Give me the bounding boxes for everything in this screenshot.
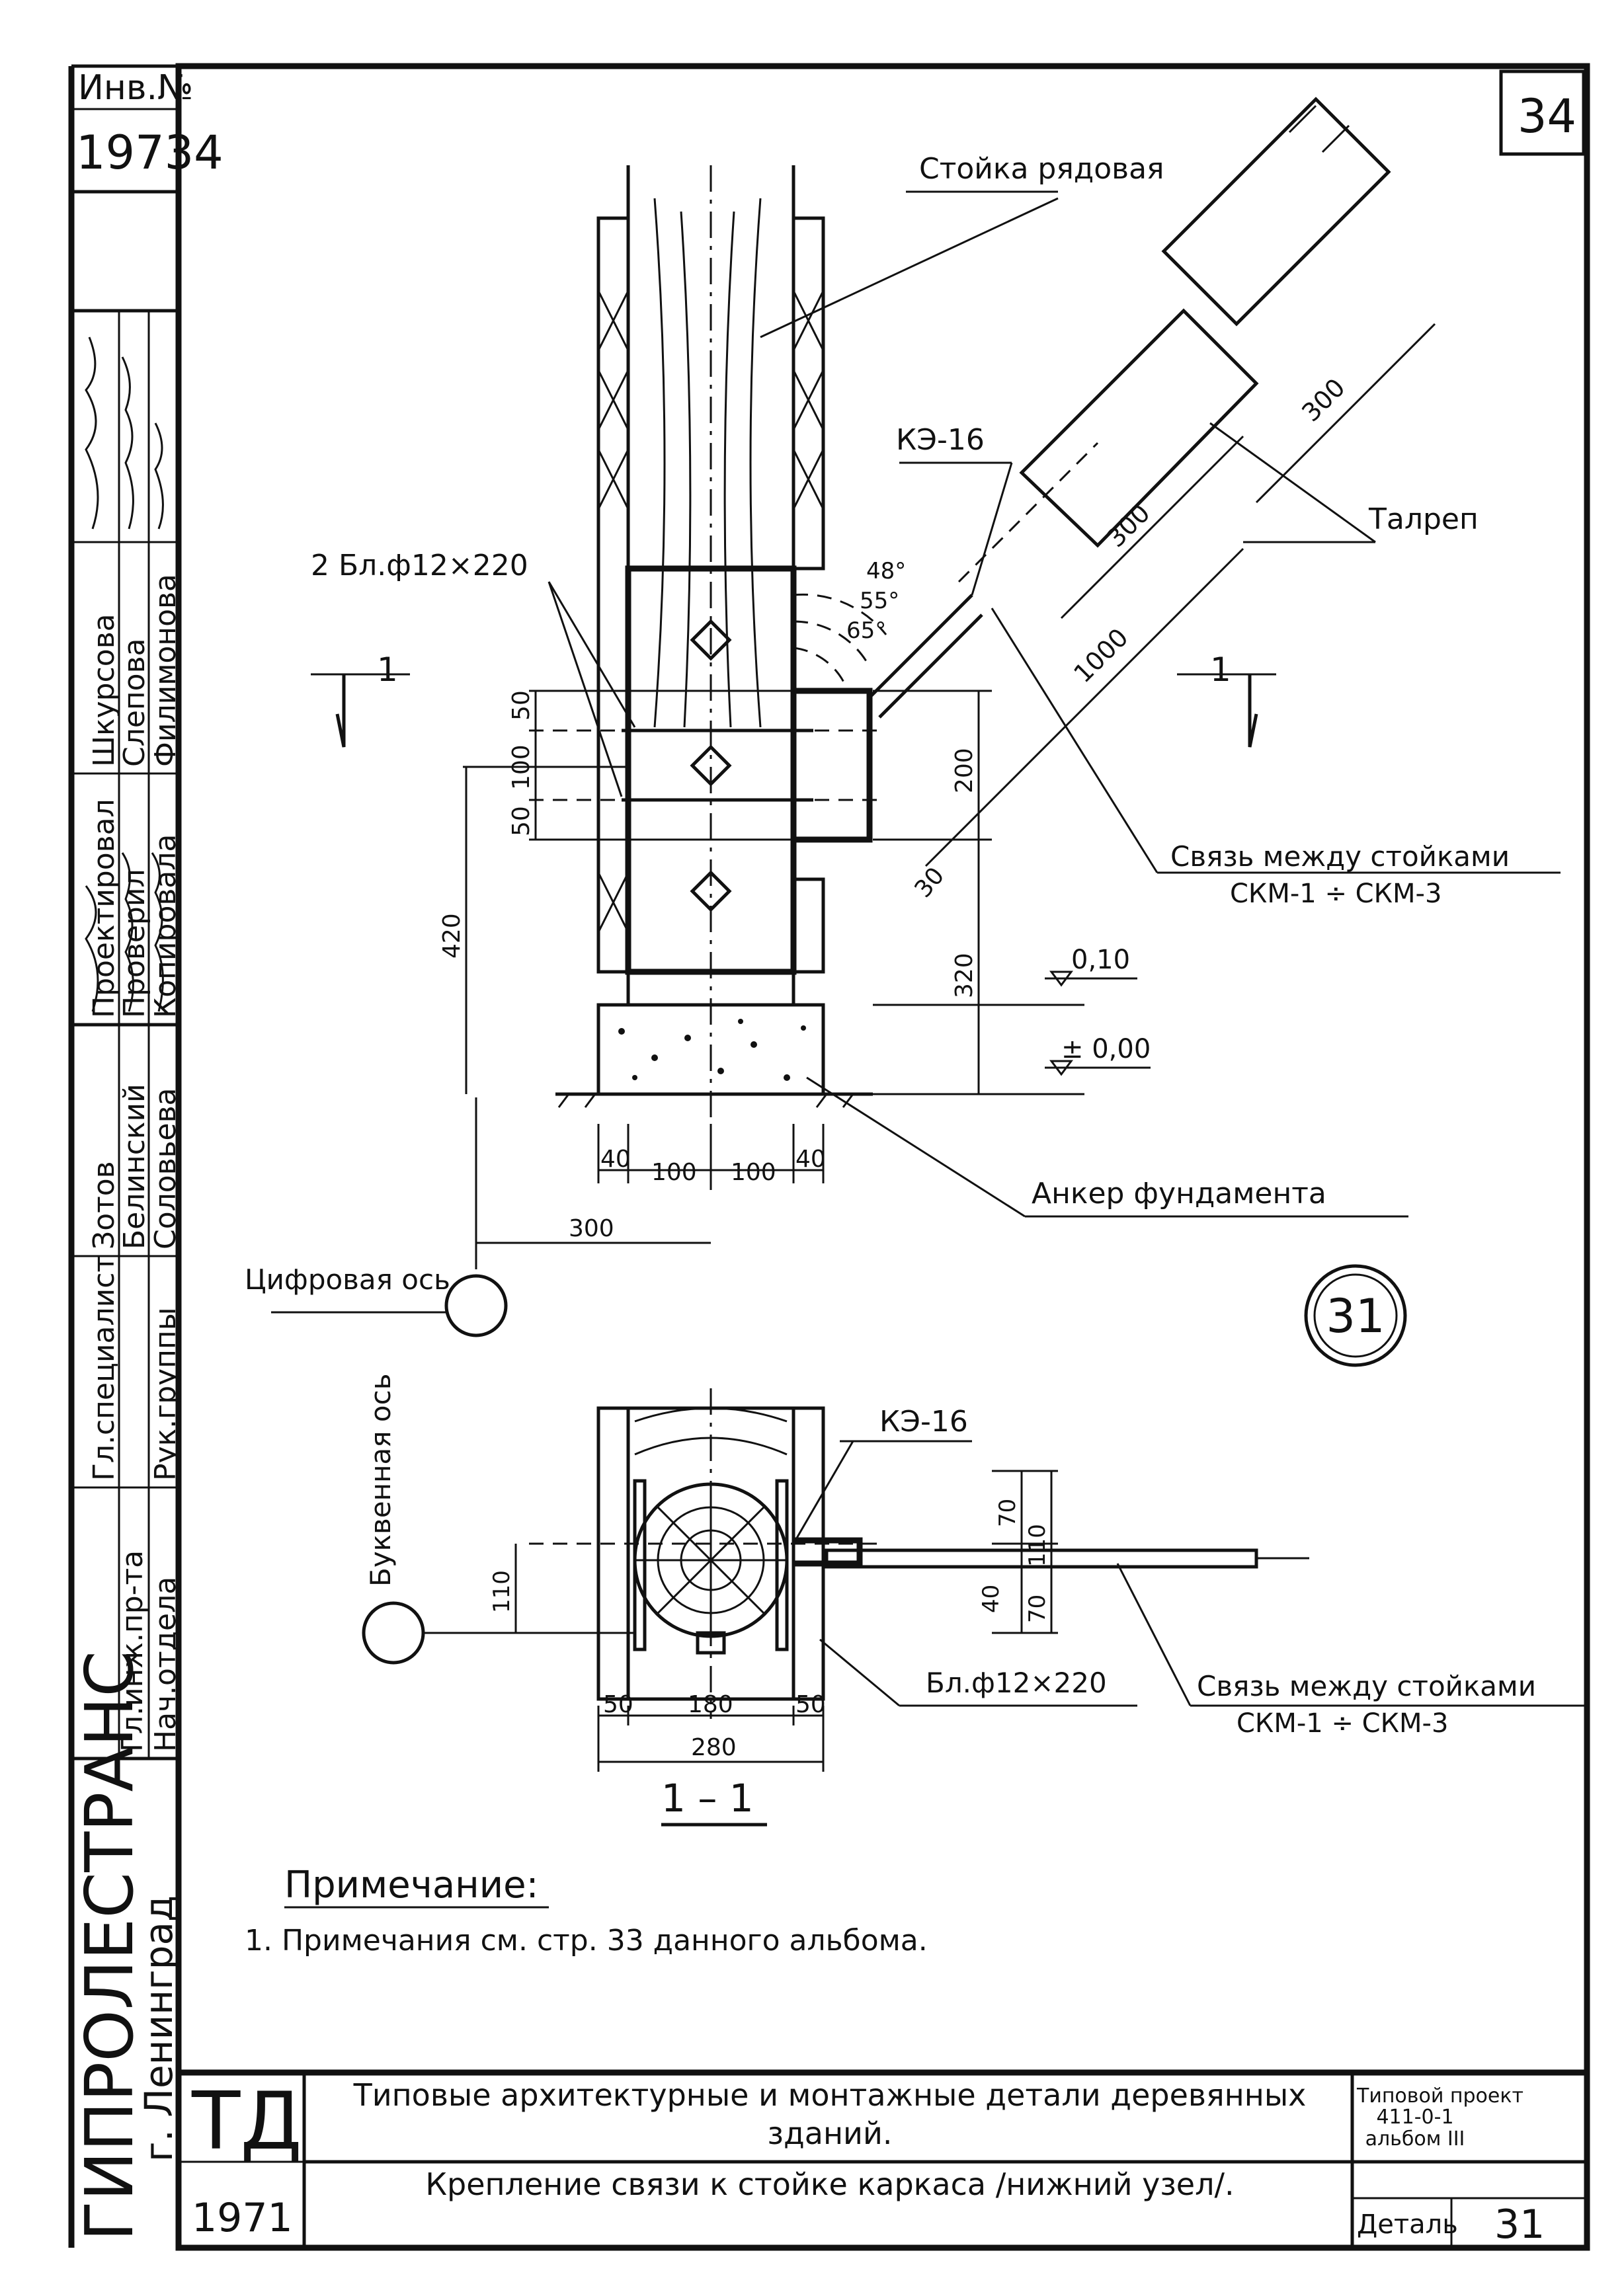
label-tie-mark-section: СКМ-1 ÷ СКМ-3: [1237, 1708, 1448, 1739]
sdim-50-a: 50: [603, 1691, 633, 1718]
label-tie-elevation: Связь между стойками: [1170, 840, 1510, 873]
level-top: 0,10: [1071, 945, 1130, 975]
role-specialist: Гл.специалист: [87, 1255, 121, 1481]
role-checked: Проверил: [118, 869, 151, 1018]
project-label: Типовой проект: [1356, 2084, 1523, 2108]
section-mark-left: 1: [377, 651, 398, 689]
dim-100-b: 100: [731, 1159, 776, 1186]
dim-30: 30: [909, 862, 950, 902]
project-number: 411-0-1: [1376, 2106, 1453, 2129]
sdim-110-b: 110: [489, 1570, 515, 1613]
signature-roles: Гл.инж.пр-та Нач.отдела Гл.специалист Ру…: [87, 799, 183, 1752]
name-group-head: Соловьева: [149, 1088, 183, 1249]
dim-100-a: 100: [651, 1159, 697, 1186]
dim-300-b: 300: [1101, 498, 1155, 553]
detail-number: 31: [1494, 2201, 1545, 2248]
role-dept-head: Нач.отдела: [149, 1577, 183, 1752]
detail-label: Деталь: [1357, 2209, 1458, 2240]
main-title: Типовые архитектурные и монтажные детали…: [353, 2077, 1307, 2151]
label-ke-section: КЭ-16: [879, 1405, 968, 1439]
name-designed: Шкурсова: [87, 614, 121, 767]
dim-40-b: 40: [795, 1146, 826, 1173]
note-text: 1. Примечания см. стр. 33 данного альбом…: [245, 1924, 928, 1958]
angle-65: 65°: [846, 617, 886, 644]
sdim-110-a: 110: [1024, 1524, 1051, 1567]
angle-55: 55°: [860, 588, 899, 614]
sheet-number: 34: [1518, 89, 1576, 143]
signature-names: Зотов Белинский Соловьева Шкурсова Слепо…: [87, 574, 183, 1249]
album-number: альбом III: [1365, 2127, 1465, 2151]
label-tie-mark-elevation: СКМ-1 ÷ СКМ-3: [1230, 879, 1441, 909]
organization-city: г. Ленинград: [136, 1895, 181, 2162]
label-post: Стойка рядовая: [919, 152, 1164, 186]
sdim-50-b: 50: [795, 1691, 826, 1718]
label-tie-section: Связь между стойками: [1197, 1670, 1536, 1702]
organization-name: ГИПРОЛЕСТРАНС: [71, 1651, 148, 2241]
dim-420: 420: [438, 913, 466, 959]
series-year: 1971: [192, 2195, 293, 2241]
detail-circle-number: 31: [1326, 1289, 1385, 1343]
role-chief-engineer: Гл.инж.пр-та: [116, 1550, 149, 1752]
sdim-40: 40: [978, 1585, 1004, 1613]
sdim-70-b: 70: [1024, 1595, 1051, 1623]
dim-50-a: 50: [508, 690, 535, 721]
sub-title: Крепление связи к стойке каркаса /нижний…: [425, 2166, 1235, 2202]
dim-200: 200: [951, 748, 978, 793]
sheet-frame: [68, 63, 1590, 2251]
dim-300-c: 300: [569, 1215, 614, 1242]
role-designed: Проектировал: [87, 799, 121, 1018]
dim-100: 100: [508, 744, 535, 790]
dim-300-a: 300: [1296, 373, 1350, 427]
section-view: [362, 1388, 1587, 1827]
note-heading: Примечание:: [284, 1864, 538, 1907]
handwritten-signatures: [85, 336, 164, 1012]
inventory-number: 19734: [76, 126, 223, 180]
inventory-label: Инв.№: [78, 68, 193, 108]
dim-320: 320: [951, 953, 978, 998]
sdim-70-a: 70: [995, 1499, 1021, 1527]
label-ke-elevation: КЭ-16: [896, 423, 985, 457]
name-dept-head: Белинский: [118, 1084, 151, 1249]
series-mark: ТД: [191, 2076, 302, 2168]
name-checked: Слепова: [118, 639, 151, 768]
section-title: 1 – 1: [661, 1776, 754, 1821]
name-copied: Филимонова: [149, 574, 183, 767]
label-letter-axis: Буквенная ось: [364, 1374, 397, 1587]
sdim-280: 280: [691, 1734, 737, 1761]
dim-40-a: 40: [600, 1146, 631, 1173]
role-group-head: Рук.группы: [149, 1308, 183, 1482]
label-bolts-elevation: 2 Бл.ф12×220: [311, 549, 528, 582]
role-copied: Копировала: [149, 834, 183, 1018]
dim-50-b: 50: [508, 806, 535, 836]
label-digital-axis: Цифровая ось: [245, 1263, 450, 1296]
section-mark-right: 1: [1210, 651, 1231, 689]
sdim-180: 180: [688, 1691, 733, 1718]
level-zero: ± 0,00: [1061, 1034, 1151, 1064]
label-turnbuckle: Талреп: [1368, 502, 1479, 536]
elevation-view: [271, 97, 1561, 1367]
name-chief-engineer: Зотов: [87, 1161, 121, 1249]
label-bolt-section: Бл.ф12×220: [926, 1667, 1107, 1699]
dim-1000: 1000: [1068, 623, 1134, 689]
label-anchor: Анкер фундамента: [1032, 1177, 1326, 1210]
angle-48: 48°: [866, 558, 906, 584]
